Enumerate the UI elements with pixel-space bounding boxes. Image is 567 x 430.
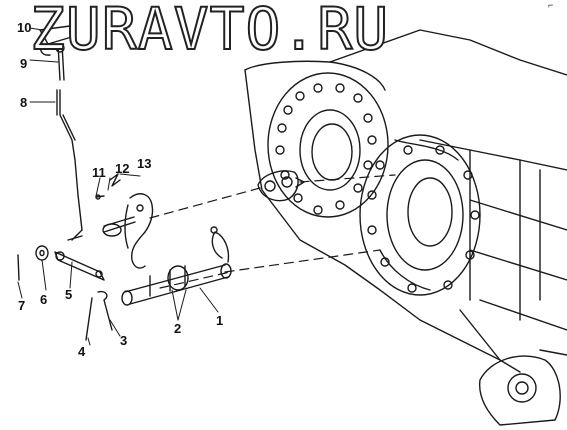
lower-flange bbox=[359, 134, 481, 296]
spring-12 bbox=[109, 173, 121, 187]
label-12: 12 bbox=[115, 161, 130, 176]
clevis-fitting bbox=[39, 25, 76, 81]
label-8: 8 bbox=[20, 95, 28, 110]
selector-shaft bbox=[121, 226, 232, 306]
label-6: 6 bbox=[40, 292, 48, 307]
label-9: 9 bbox=[20, 56, 28, 71]
label-3: 3 bbox=[120, 333, 128, 348]
transmission-housing bbox=[244, 29, 567, 426]
pin-7 bbox=[17, 254, 20, 281]
mounting-plate bbox=[257, 170, 299, 202]
bolt-11 bbox=[95, 194, 105, 200]
label-10: 10 bbox=[17, 20, 32, 35]
linkage-rod bbox=[56, 89, 83, 241]
washer-6 bbox=[35, 245, 49, 261]
label-13: 13 bbox=[137, 156, 152, 171]
cotter-pin-4 bbox=[85, 297, 93, 341]
guide-arrow bbox=[295, 177, 305, 188]
upper-flange bbox=[267, 72, 389, 218]
assembly-guide-lines bbox=[149, 174, 396, 289]
leader-lines bbox=[17, 27, 219, 346]
label-11: 11 bbox=[92, 165, 106, 180]
watermark-text: ZURAVTO.RU bbox=[29, 0, 390, 63]
label-5: 5 bbox=[65, 287, 73, 302]
label-4: 4 bbox=[78, 344, 86, 359]
label-7: 7 bbox=[18, 298, 26, 313]
lever-arm bbox=[54, 235, 105, 281]
clip-3 bbox=[97, 290, 113, 331]
corner-mark: ⌐ bbox=[548, 0, 554, 10]
label-2: 2 bbox=[174, 321, 182, 336]
shift-fork bbox=[102, 193, 154, 269]
label-1: 1 bbox=[216, 313, 224, 328]
